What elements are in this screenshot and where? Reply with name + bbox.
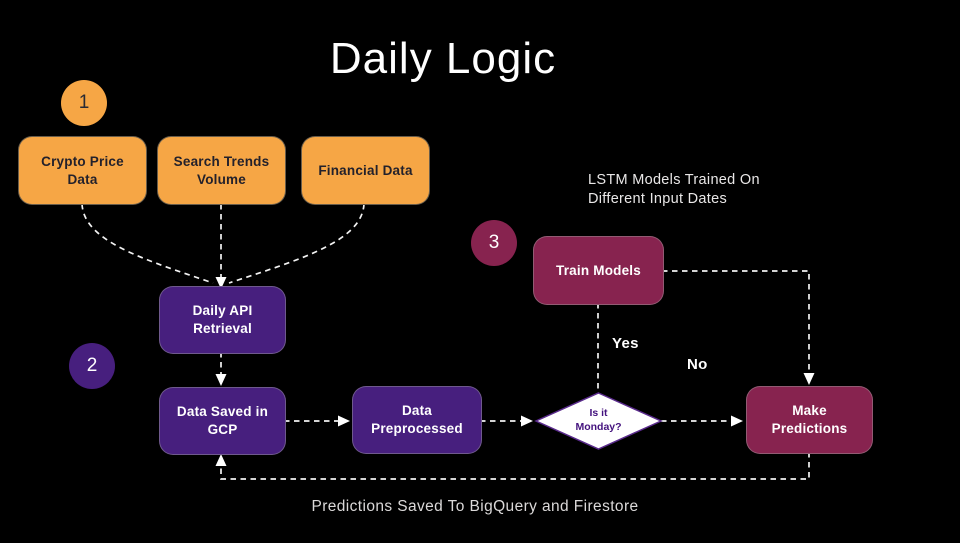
step-badge-2: 2 [69, 343, 115, 389]
step-badge-3-number: 3 [488, 232, 500, 253]
node-train-models: Train Models [533, 236, 664, 305]
node-financial-data: Financial Data [301, 136, 430, 205]
edge-train-to-predictions [662, 270, 810, 379]
edge-financial-to-api [228, 203, 365, 284]
yes-branch-label: Yes [612, 335, 639, 352]
arrowhead-into-preprocessed [338, 415, 350, 427]
step-badge-1-number: 1 [78, 92, 90, 113]
arrowhead-into-predictions-left [731, 415, 743, 427]
node-crypto-price-data: Crypto Price Data [18, 136, 147, 205]
node-search-trends-volume: Search Trends Volume [157, 136, 286, 205]
edge-predictions-return-to-gcp [220, 452, 810, 480]
decision-is-it-monday-label: Is it Monday? [575, 407, 622, 433]
predictions-saved-note: Predictions Saved To BigQuery and Firest… [311, 498, 639, 515]
page-title: Daily Logic [329, 34, 557, 83]
step-badge-1: 1 [61, 80, 107, 126]
node-daily-api-retrieval: Daily API Retrieval [159, 286, 286, 354]
arrowhead-into-predictions-top [803, 373, 815, 385]
arrowhead-into-diamond [521, 415, 533, 427]
node-data-saved-in-gcp: Data Saved in GCP [159, 387, 286, 455]
arrowhead-into-gcp-top [215, 374, 227, 386]
no-branch-label: No [687, 356, 708, 373]
lstm-models-note: LSTM Models Trained On Different Input D… [588, 172, 760, 208]
step-badge-2-number: 2 [86, 355, 98, 376]
step-badge-3: 3 [471, 220, 517, 266]
node-data-preprocessed: Data Preprocessed [352, 386, 482, 454]
edge-crypto-to-api [81, 203, 214, 284]
node-make-predictions: Make Predictions [746, 386, 873, 454]
arrowhead-into-gcp-bottom [215, 454, 227, 466]
